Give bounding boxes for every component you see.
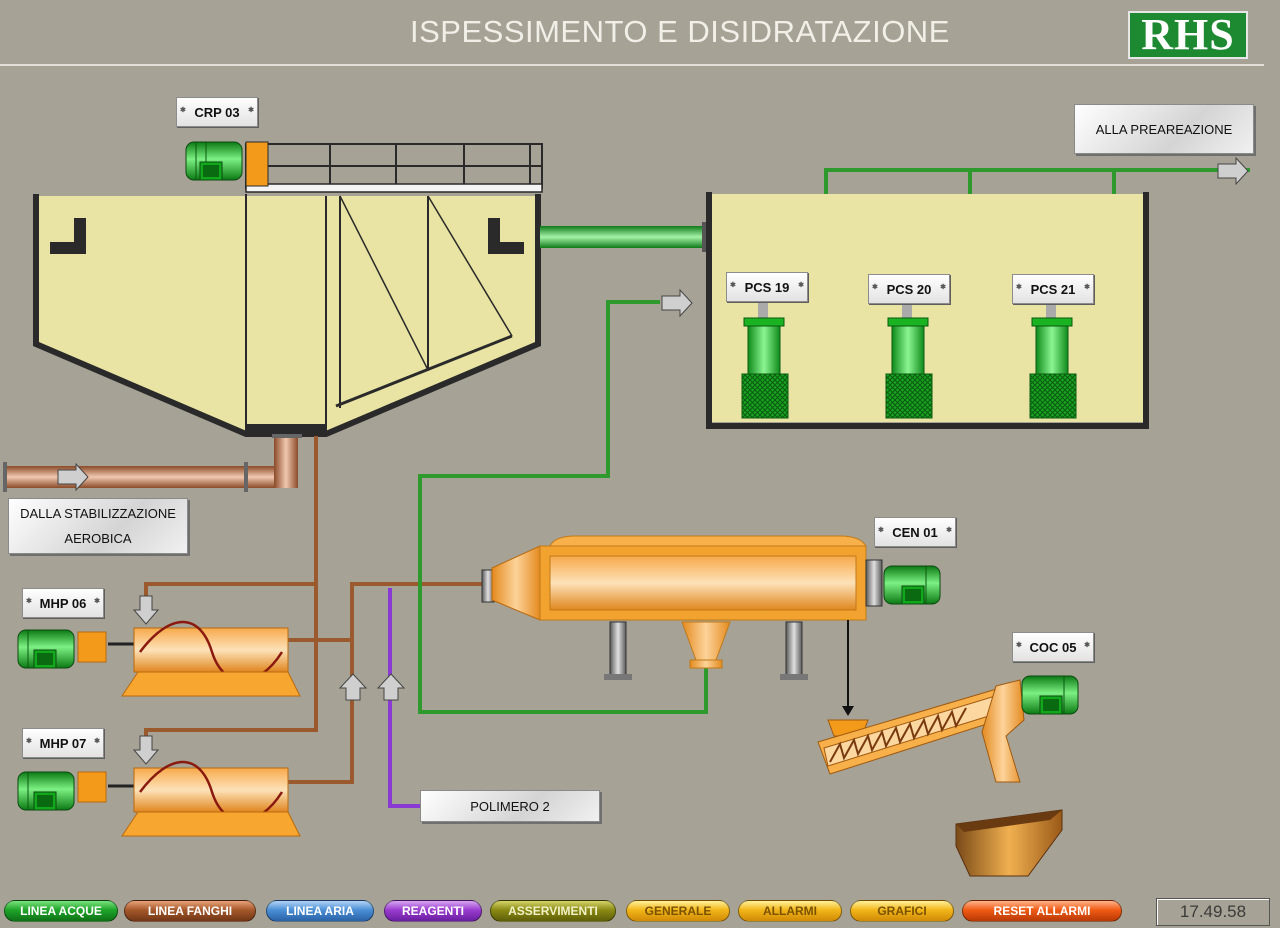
nav-linea-acque-button[interactable]: LINEA ACQUE: [4, 900, 118, 922]
tag-pcs21[interactable]: PCS 21: [1012, 274, 1094, 304]
polymer-line: [388, 588, 420, 808]
screw-conveyor-coc05[interactable]: [817, 679, 1025, 783]
nav-linea-aria-button[interactable]: LINEA ARIA: [266, 900, 374, 922]
nav-reagenti-button[interactable]: REAGENTI: [384, 900, 482, 922]
tag-mhp07[interactable]: MHP 07: [22, 728, 104, 758]
header-bar: ISPESSIMENTO E DISIDRATAZIONE RHS: [0, 0, 1264, 66]
tag-mhp06[interactable]: MHP 06: [22, 588, 104, 618]
arrow-right-icon: [57, 462, 89, 492]
tag-pcs20[interactable]: PCS 20: [868, 274, 950, 304]
pipe-overflow: [540, 226, 706, 248]
arrow-down-icon: [132, 595, 160, 765]
nav-asservimenti-button[interactable]: ASSERVIMENTI: [490, 900, 616, 922]
reagent-polimero2[interactable]: POLIMERO 2: [420, 790, 600, 822]
page-title: ISPESSIMENTO E DISIDRATAZIONE: [410, 14, 950, 49]
clock-display: 17.49.58: [1156, 898, 1270, 926]
pcs20-pump-icon[interactable]: [885, 302, 933, 419]
cen01-motor-icon[interactable]: [883, 565, 941, 605]
mhp06-mixer[interactable]: [108, 620, 301, 697]
mhp06-motor-icon[interactable]: [17, 629, 107, 669]
tag-pcs19[interactable]: PCS 19: [726, 272, 808, 302]
nav-reset-allarmi-button[interactable]: RESET ALLARMI: [962, 900, 1122, 922]
source-label-line2: AEROBICA: [64, 531, 132, 546]
coc05-motor-icon[interactable]: [1021, 675, 1079, 715]
nav-generale-button[interactable]: GENERALE: [626, 900, 730, 922]
arrow-right-icon: [661, 156, 1249, 318]
tag-crp03[interactable]: CRP 03: [176, 97, 258, 127]
destination-preareazione[interactable]: ALLA PREAREAZIONE: [1074, 104, 1254, 154]
mhp07-mixer[interactable]: [108, 760, 301, 837]
arrow-up-icon: [338, 673, 406, 701]
sludge-lines: [144, 436, 482, 784]
nav-allarmi-button[interactable]: ALLARMI: [738, 900, 842, 922]
source-stabilizzazione[interactable]: DALLA STABILIZZAZIONE AEROBICA: [8, 498, 188, 554]
nav-grafici-button[interactable]: GRAFICI: [850, 900, 954, 922]
mhp07-motor-icon[interactable]: [17, 771, 107, 811]
thickener-crp03: [33, 141, 543, 437]
crp03-motor-icon[interactable]: [185, 141, 243, 181]
source-label-line1: DALLA STABILIZZAZIONE: [20, 506, 176, 521]
tag-cen01[interactable]: CEN 01: [874, 517, 956, 547]
pcs19-pump-icon[interactable]: [741, 302, 789, 419]
centrifuge-cen01[interactable]: [481, 535, 883, 716]
pcs21-pump-icon[interactable]: [1029, 302, 1077, 419]
tag-coc05[interactable]: COC 05: [1012, 632, 1094, 662]
pipe-sludge-inlet: [3, 434, 302, 492]
nav-linea-fanghi-button[interactable]: LINEA FANGHI: [124, 900, 256, 922]
rhs-logo: RHS: [1128, 11, 1248, 59]
sludge-skip: [955, 809, 1063, 877]
